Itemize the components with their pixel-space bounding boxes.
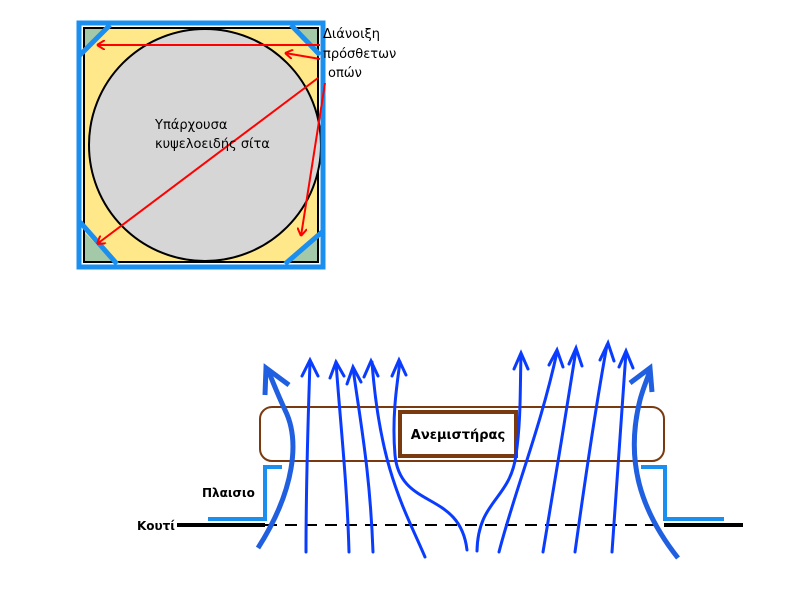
corner-cut-top-left — [77, 23, 112, 58]
arrowhead — [617, 347, 635, 370]
fan-housing — [259, 406, 665, 462]
frame-left — [208, 465, 282, 521]
arrowhead — [547, 346, 565, 369]
fan-label: Ανεμιστήρας — [411, 428, 505, 443]
arrowhead — [300, 356, 320, 378]
airflow-line — [304, 360, 312, 554]
red-arrow-top-right — [285, 53, 321, 60]
arrowhead — [567, 343, 584, 368]
airflow-arrowheads — [300, 338, 635, 386]
corner-cut-top-right — [289, 23, 322, 57]
edge-flows — [255, 363, 680, 560]
corner-cut-bottom-right — [283, 230, 324, 266]
edge-flow-right — [631, 369, 680, 560]
top-diagram: Υπάρχουσα κυψελοειδής σίτα Διάνοιξη πρόσ… — [76, 20, 396, 270]
box-label: Κουτί — [137, 519, 175, 533]
airflow-line — [334, 360, 351, 554]
airflow-line — [541, 348, 578, 554]
annotation-line1: Διάνοιξη — [323, 27, 380, 42]
frame-label: Πλαισιο — [202, 486, 255, 500]
arrowhead — [512, 349, 530, 371]
circle-label-line1: Υπάρχουσα — [154, 118, 227, 133]
arrowhead — [362, 357, 380, 379]
arrowhead — [328, 358, 346, 380]
circle-label-line2: κυψελοειδής σίτα — [155, 137, 270, 152]
red-arrow-bottom-right — [301, 82, 326, 236]
red-arrow-bottom-left — [97, 77, 319, 244]
blue-frame — [76, 20, 326, 270]
annotation-line3: οπών — [328, 66, 362, 81]
frame-right — [641, 465, 724, 521]
airflow-line — [475, 353, 523, 553]
airflow-line — [610, 350, 628, 554]
airflow-line — [573, 343, 609, 554]
airflow-lines — [304, 343, 628, 559]
airflow-line — [392, 360, 469, 552]
annotation-line2: πρόσθετων — [323, 47, 396, 62]
edge-flow-left — [255, 369, 296, 550]
airflow-line — [497, 350, 559, 554]
airflow-line — [370, 360, 427, 559]
edge-flow-left-head — [262, 363, 291, 396]
airflow-line — [351, 366, 375, 554]
arrowhead — [345, 363, 363, 386]
arrowhead — [390, 356, 408, 378]
edge-flow-right-head — [628, 363, 655, 393]
arrowhead — [598, 338, 616, 363]
bottom-diagram: Ανεμιστήρας Πλαισιο Κουτί — [137, 338, 743, 560]
fan-label-box — [398, 410, 518, 458]
